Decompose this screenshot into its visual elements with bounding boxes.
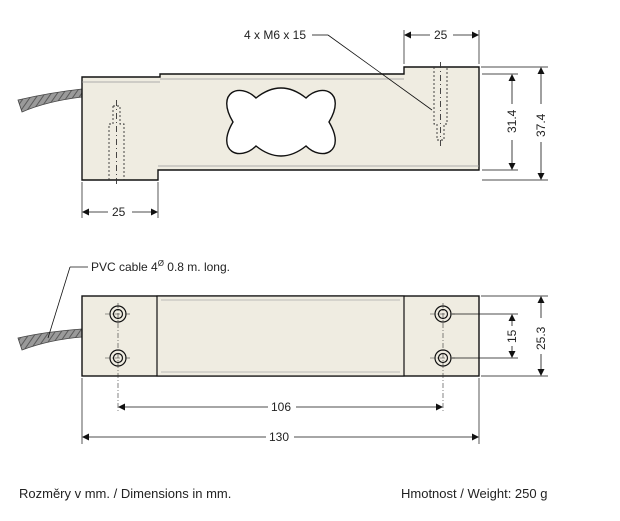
dim-top-25: 25 <box>403 28 480 64</box>
thread-label: 4 x M6 x 15 <box>244 28 306 42</box>
dim-bottom-25: 25 <box>81 182 159 219</box>
dim-106-label: 106 <box>271 400 291 414</box>
dim-130-label: 130 <box>269 430 289 444</box>
weight-note: Hmotnost / Weight: 250 g <box>401 486 548 501</box>
center-cutout <box>226 87 336 157</box>
side-cable <box>17 88 83 113</box>
side-view: 4 x M6 x 15 25 25 31.4 <box>17 28 548 219</box>
dim-31-4: 31.4 <box>482 73 519 171</box>
top-middle-section <box>156 295 405 377</box>
top-view: PVC cable 4Ø 0.8 m. long. 15 25.3 106 <box>17 259 548 444</box>
dim-bottom-25-label: 25 <box>112 205 126 219</box>
dim-37-4-label: 37.4 <box>534 113 548 137</box>
cable-label: PVC cable 4Ø 0.8 m. long. <box>91 259 230 274</box>
dim-25-3: 25.3 <box>481 295 548 377</box>
dim-15: 15 <box>452 313 519 359</box>
side-right-thread <box>433 62 448 146</box>
dim-25-3-label: 25.3 <box>534 326 548 350</box>
dimensions-note: Rozměry v mm. / Dimensions in mm. <box>19 486 232 501</box>
dim-130: 130 <box>81 378 480 444</box>
dim-37-4: 37.4 <box>481 66 548 181</box>
side-left-thread <box>108 100 125 184</box>
dim-top-25-label: 25 <box>434 28 448 42</box>
dim-31-4-label: 31.4 <box>505 109 519 133</box>
dim-15-label: 15 <box>505 329 519 343</box>
dim-106: 106 <box>118 400 443 414</box>
